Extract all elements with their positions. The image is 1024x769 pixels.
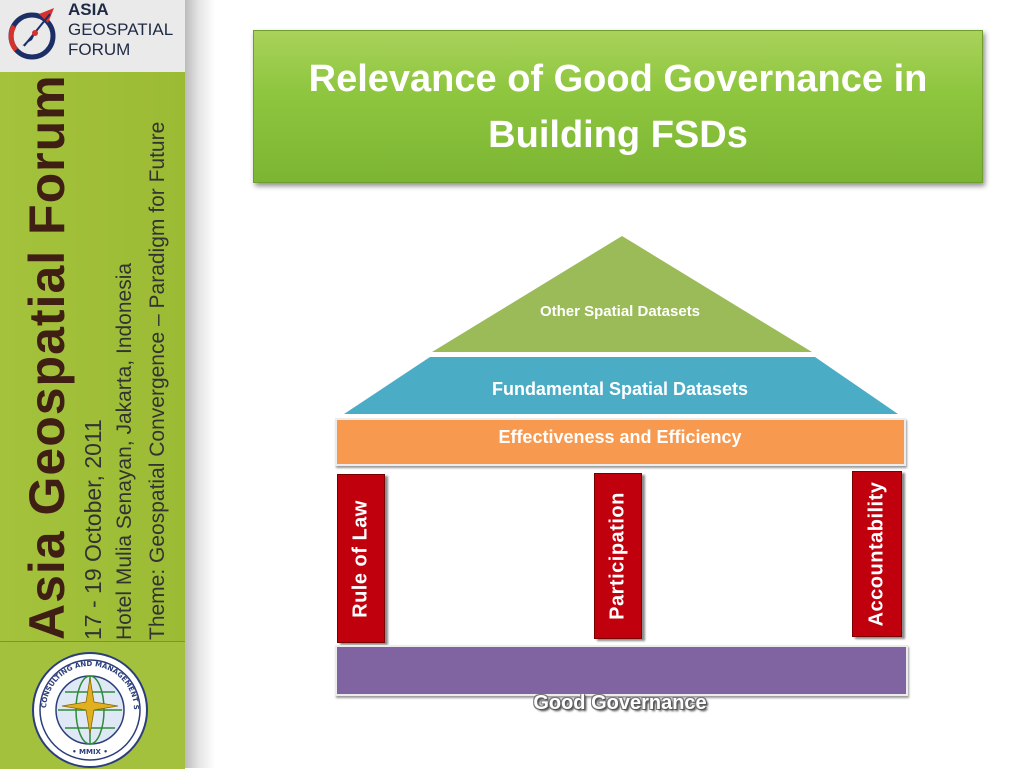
- pillar-label: Participation: [606, 492, 629, 620]
- forum-logo: ASIA GEOSPATIAL FORUM: [0, 0, 185, 72]
- roof-lower-trapezoid: [344, 357, 898, 414]
- svg-text:• MMIX •: • MMIX •: [72, 748, 108, 756]
- efficiency-beam: [335, 418, 906, 466]
- pillar-accountability: Accountability: [852, 471, 902, 637]
- sidebar-shadow: [185, 0, 215, 768]
- globe-compass-icon: [8, 8, 56, 60]
- logo-text-geospatial: GEOSPATIAL: [68, 20, 174, 39]
- fundamental-spatial-datasets-label: Fundamental Spatial Datasets: [491, 379, 749, 399]
- company-seal-icon: RSV GEOCONSULTING AND MANAGEMENT SERVICE…: [28, 650, 148, 768]
- effectiveness-efficiency-label: Effectiveness and Efficiency: [498, 427, 742, 447]
- roof-top-triangle: [432, 236, 812, 352]
- logo-text-forum: FORUM: [68, 40, 131, 59]
- foundation-base: [335, 645, 908, 696]
- slide-title: Relevance of Good Governance in Building…: [308, 57, 928, 156]
- good-governance-label: Good Governance: [533, 692, 707, 714]
- sidebar: [0, 0, 185, 768]
- other-spatial-datasets-label: Other Spatial Datasets: [539, 303, 701, 320]
- pillar-label: Accountability: [865, 481, 888, 627]
- title-banner: Relevance of Good Governance in Building…: [253, 30, 983, 183]
- pillar-participation: Participation: [594, 473, 642, 639]
- logo-text-asia: ASIA: [68, 0, 109, 19]
- pillar-rule-of-law: Rule of Law: [337, 474, 385, 643]
- pillar-label: Rule of Law: [349, 499, 372, 618]
